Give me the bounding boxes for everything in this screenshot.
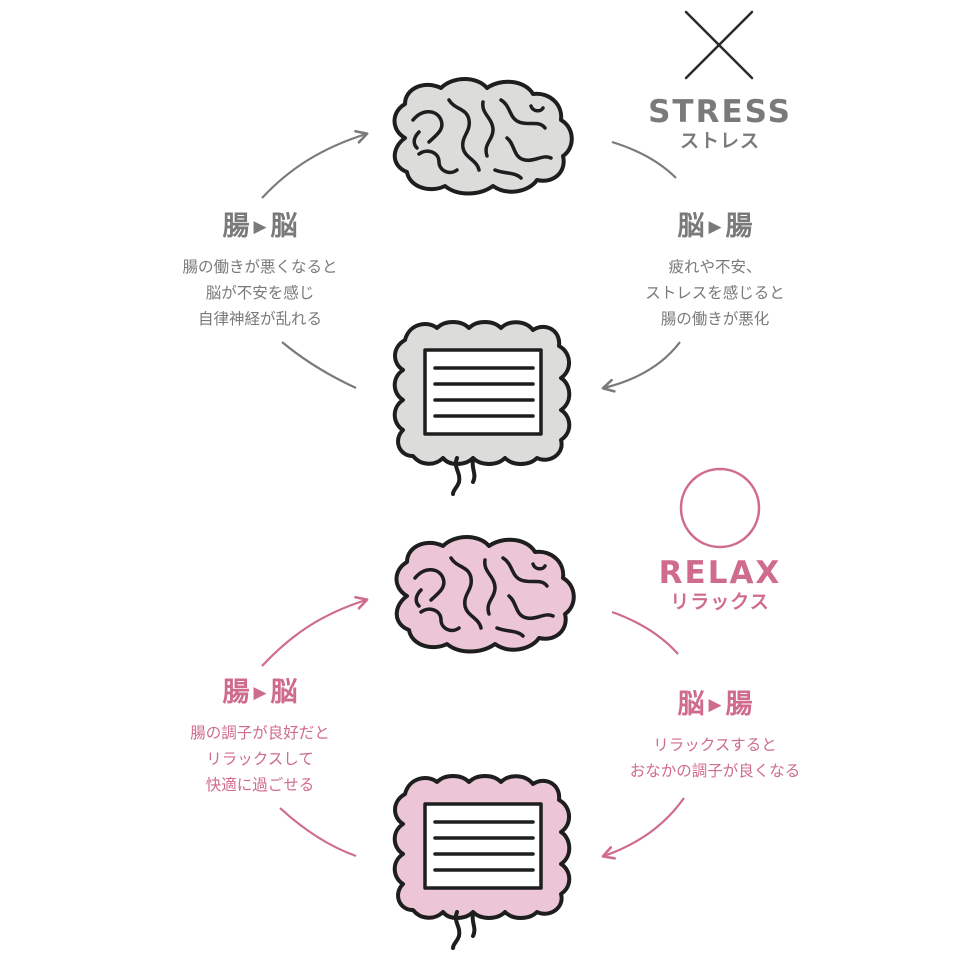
heading-to: 腸 <box>725 211 753 242</box>
stress-intestine-illustration <box>392 320 572 496</box>
stress-cycle <box>261 10 754 496</box>
relax-brain-illustration <box>394 535 576 654</box>
cross-mark-icon <box>684 10 754 80</box>
stress-brain-illustration <box>392 77 574 196</box>
circle-mark-icon <box>679 467 761 549</box>
stress-left-heading: 腸▶脳 <box>140 212 380 242</box>
description-line: 快適に過ごせる <box>205 776 315 794</box>
relax-arrow-brain-to-gut <box>611 610 679 655</box>
relax-right-note: 脳▶腸 リラックスすると おなかの調子が良くなる <box>580 690 850 784</box>
heading-from: 腸 <box>222 211 250 242</box>
relax-left-description: 腸の調子が良好だと リラックスして 快適に過ごせる <box>135 720 385 798</box>
heading-from: 脳 <box>677 211 705 242</box>
stress-title-jp: ストレス <box>679 130 760 152</box>
relax-arrow-gut-to-brain-tail <box>279 807 357 858</box>
description-line: 自律神経が乱れる <box>197 310 322 328</box>
play-arrow-icon: ▶ <box>253 683 267 703</box>
relax-arrow-gut-to-brain <box>261 600 366 667</box>
stress-left-description: 腸の働きが悪くなると 脳が不安を感じ 自律神経が乱れる <box>140 254 380 332</box>
heading-to: 腸 <box>725 689 753 720</box>
stress-left-note: 腸▶脳 腸の働きが悪くなると 脳が不安を感じ 自律神経が乱れる <box>140 212 380 332</box>
description-line: リラックスして <box>206 750 314 768</box>
play-arrow-icon: ▶ <box>708 217 722 237</box>
stress-right-note: 脳▶腸 疲れや不安、 ストレスを感じると 腸の働きが悪化 <box>590 212 840 332</box>
relax-title-block: RELAX リラックス <box>640 556 800 614</box>
heading-from: 腸 <box>222 677 250 708</box>
description-line: 疲れや不安、 <box>668 258 762 276</box>
relax-right-heading: 脳▶腸 <box>580 690 850 720</box>
stress-arrow-gut-to-brain <box>261 134 366 199</box>
relax-right-description: リラックスすると おなかの調子が良くなる <box>580 732 850 784</box>
relax-title-jp: リラックス <box>670 591 770 613</box>
description-line: 腸の調子が良好だと <box>190 724 330 742</box>
play-arrow-icon: ▶ <box>708 695 722 715</box>
relax-cycle <box>261 467 761 950</box>
relax-arrow-brain-to-gut-head <box>604 797 685 856</box>
stress-title-block: STRESS ストレス <box>640 95 800 153</box>
play-arrow-icon: ▶ <box>253 217 267 237</box>
relax-left-heading: 腸▶脳 <box>135 678 385 708</box>
stress-right-description: 疲れや不安、 ストレスを感じると 腸の働きが悪化 <box>590 254 840 332</box>
relax-intestine-illustration <box>392 774 572 950</box>
relax-title-en: RELAX <box>658 555 782 591</box>
description-line: おなかの調子が良くなる <box>629 762 801 780</box>
stress-arrow-brain-to-gut <box>611 140 677 179</box>
stress-arrow-brain-to-gut-head <box>604 341 681 388</box>
description-line: 腸の働きが悪化 <box>660 310 770 328</box>
description-line: 脳が不安を感じ <box>205 284 315 302</box>
relax-left-note: 腸▶脳 腸の調子が良好だと リラックスして 快適に過ごせる <box>135 678 385 798</box>
stress-right-heading: 脳▶腸 <box>590 212 840 242</box>
description-line: ストレスを感じると <box>645 284 785 302</box>
description-line: リラックスすると <box>653 736 777 754</box>
stress-title-en: STRESS <box>648 94 792 130</box>
heading-to: 脳 <box>270 677 298 708</box>
heading-from: 脳 <box>677 689 705 720</box>
heading-to: 脳 <box>270 211 298 242</box>
stress-arrow-gut-to-brain-tail <box>281 341 357 389</box>
description-line: 腸の働きが悪くなると <box>182 258 338 276</box>
